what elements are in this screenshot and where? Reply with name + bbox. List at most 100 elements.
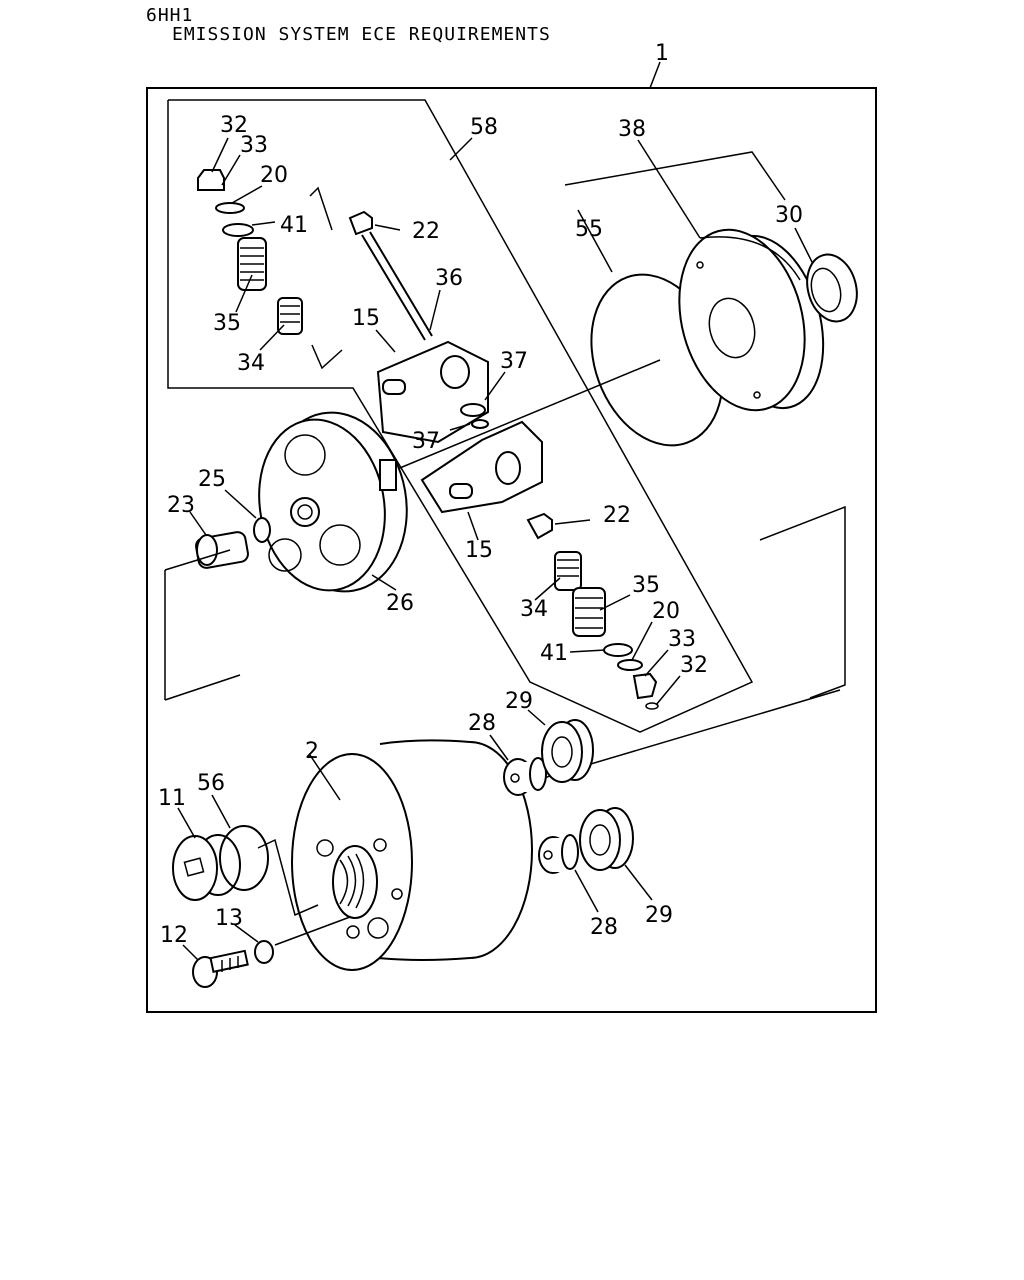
- block-15-upper: [376, 340, 489, 444]
- label-41-lower: 41: [540, 641, 568, 666]
- label-35-upper: 35: [213, 311, 241, 336]
- label-41-upper: 41: [280, 213, 308, 238]
- label-37-upper: 37: [500, 349, 528, 374]
- label-1: 1: [655, 41, 669, 66]
- page-title: EMISSION SYSTEM ECE REQUIREMENTS: [172, 24, 551, 45]
- plunger-28-lower: [538, 834, 579, 874]
- leader-29a: [527, 709, 546, 726]
- leader-25: [224, 489, 257, 519]
- label-33-lower: 33: [668, 627, 696, 652]
- washer-37b: [471, 419, 489, 429]
- label-28-upper: 28: [468, 711, 496, 736]
- label-33-upper: 33: [240, 133, 268, 158]
- leader-41a: [251, 221, 276, 226]
- label-20-upper: 20: [260, 163, 288, 188]
- leader-12: [182, 944, 199, 961]
- label-25: 25: [198, 467, 226, 492]
- leader-35b: [599, 594, 631, 611]
- label-29-lower: 29: [645, 903, 673, 928]
- bracket-upper-spring: [309, 186, 333, 231]
- leader-13: [234, 924, 259, 943]
- label-26: 26: [386, 591, 414, 616]
- block-15-lower: [420, 420, 543, 514]
- label-2: 2: [305, 739, 319, 764]
- leader-29b: [624, 864, 653, 901]
- label-20-lower: 20: [652, 599, 680, 624]
- leader-34a: [259, 324, 285, 351]
- leader-22a: [374, 224, 401, 231]
- label-56: 56: [197, 771, 225, 796]
- label-15-upper: 15: [352, 306, 380, 331]
- axis-line-plug: [164, 549, 231, 571]
- leader-34b: [534, 577, 561, 601]
- label-23: 23: [167, 493, 195, 518]
- label-13: 13: [215, 906, 243, 931]
- page-header: 6HH1 EMISSION SYSTEM ECE REQUIREMENTS: [146, 6, 551, 44]
- label-37-lower: 37: [412, 429, 440, 454]
- label-32-lower: 32: [680, 653, 708, 678]
- leader-20b: [631, 621, 653, 661]
- leader-11: [177, 807, 196, 839]
- housing-38: [678, 228, 825, 412]
- subassembly-58-outline: [167, 99, 754, 733]
- seal-29-upper: [541, 719, 594, 783]
- leader-55: [577, 209, 613, 273]
- leader-32a: [211, 137, 229, 173]
- label-22-lower: 22: [603, 503, 631, 528]
- leader-33b: [644, 649, 669, 677]
- label-15-lower: 15: [465, 538, 493, 563]
- leader-1: [649, 61, 661, 89]
- assembly-frame: [146, 87, 877, 1013]
- leader-15a: [375, 329, 396, 353]
- leader-30: [794, 227, 816, 269]
- leader-58: [449, 137, 473, 161]
- ring-25: [253, 517, 271, 543]
- bracket-38-30: [564, 151, 786, 201]
- seal-30: [806, 253, 858, 323]
- label-32-upper: 32: [220, 113, 248, 138]
- model-code: 6HH1: [146, 5, 194, 26]
- leader-28b: [574, 869, 599, 913]
- disc-26: [258, 411, 408, 593]
- leader-22b: [554, 519, 591, 525]
- spring-stack-upper: [197, 169, 303, 335]
- label-22-upper: 22: [412, 219, 440, 244]
- label-34-upper: 34: [237, 351, 265, 376]
- axis-line-plug-low: [164, 674, 241, 701]
- label-34-lower: 34: [520, 597, 548, 622]
- leader-37a: [484, 371, 506, 401]
- label-28-lower: 28: [590, 915, 618, 940]
- leader-28a: [489, 734, 509, 761]
- label-55: 55: [575, 217, 603, 242]
- label-11: 11: [158, 786, 186, 811]
- pin-36: [348, 210, 433, 341]
- leader-38: [637, 139, 701, 239]
- axis-line-main: [394, 359, 661, 471]
- leader-15b: [467, 511, 479, 541]
- leader-23: [189, 511, 207, 536]
- leader-41b: [569, 649, 606, 653]
- washer-13: [254, 940, 274, 964]
- leader-26: [371, 574, 397, 591]
- plug-11: [172, 834, 241, 901]
- leader-35a: [235, 274, 253, 313]
- o-ring-56: [219, 825, 269, 891]
- plunger-28-upper: [503, 757, 547, 796]
- seal-29-lower: [579, 807, 634, 871]
- label-30: 30: [775, 203, 803, 228]
- label-38: 38: [618, 117, 646, 142]
- bolt-12: [192, 949, 249, 988]
- bracket-lower-spring: [311, 344, 343, 370]
- washer-37a: [460, 403, 486, 417]
- leader-32b: [655, 675, 681, 706]
- leader-20a: [231, 185, 263, 204]
- label-58: 58: [470, 115, 498, 140]
- leader-36: [429, 289, 441, 331]
- axis-line-body: [274, 916, 351, 946]
- label-35-lower: 35: [632, 573, 660, 598]
- bracket-lower-right: [759, 505, 846, 699]
- leader-2: [309, 754, 341, 801]
- leader-37b: [449, 423, 471, 431]
- body-2: [291, 739, 533, 971]
